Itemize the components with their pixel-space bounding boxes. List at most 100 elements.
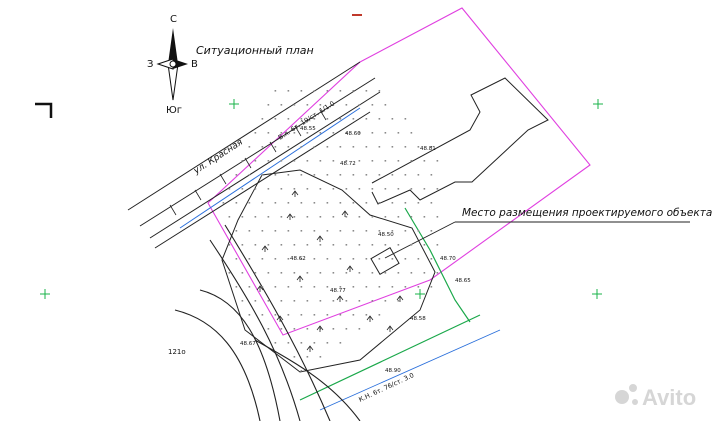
survey-dot — [267, 104, 270, 106]
survey-dot — [345, 216, 348, 218]
survey-dot — [384, 132, 387, 134]
survey-dot — [332, 216, 335, 218]
survey-dot — [371, 104, 374, 106]
callout-leader — [384, 221, 456, 259]
east-arrow-needle — [173, 59, 188, 69]
survey-dot — [300, 342, 303, 344]
survey-dot — [358, 132, 361, 134]
survey-dot — [313, 230, 316, 232]
elevation-label: 48.90 — [385, 368, 401, 374]
survey-dot — [235, 174, 238, 176]
survey-dot — [430, 258, 433, 260]
survey-dot — [261, 314, 264, 316]
survey-dot — [248, 174, 251, 176]
survey-dot — [300, 90, 303, 92]
survey-dot — [319, 244, 322, 246]
survey-dot — [404, 230, 407, 232]
survey-dot — [358, 188, 361, 190]
survey-dot — [391, 258, 394, 260]
survey-dot — [274, 174, 277, 176]
survey-dot — [313, 174, 316, 176]
survey-dot — [365, 286, 368, 288]
survey-dot — [222, 202, 225, 204]
utility-line-blue-lower — [319, 329, 501, 411]
survey-dot — [339, 90, 342, 92]
survey-dot — [332, 160, 335, 162]
survey-dot — [300, 146, 303, 148]
utility-label-upper: В.л. 6т. 19/ст. 1/1.0 — [277, 99, 336, 141]
survey-dot — [417, 230, 420, 232]
survey-dot — [345, 188, 348, 190]
survey-dot — [306, 328, 309, 330]
survey-dot — [287, 202, 290, 204]
vegetation-symbol — [276, 315, 284, 322]
survey-dot — [254, 272, 257, 274]
survey-dot — [306, 272, 309, 274]
survey-dot — [410, 272, 413, 274]
survey-dot — [319, 216, 322, 218]
survey-dot — [345, 272, 348, 274]
survey-dot — [248, 146, 251, 148]
survey-dot — [267, 216, 270, 218]
survey-dot — [293, 216, 296, 218]
survey-dot — [423, 216, 426, 218]
survey-dot — [345, 244, 348, 246]
survey-dot — [313, 118, 316, 120]
survey-dot — [371, 132, 374, 134]
project-boundary — [207, 7, 591, 336]
survey-dot — [313, 90, 316, 92]
vegetation-symbol — [396, 295, 404, 302]
survey-dot — [332, 244, 335, 246]
survey-dot — [384, 300, 387, 302]
road-curves — [174, 224, 361, 421]
survey-dot — [384, 272, 387, 274]
survey-dot — [280, 272, 283, 274]
survey-dot — [274, 286, 277, 288]
elevation-label: 48.81 — [420, 146, 436, 152]
survey-dot — [358, 328, 361, 330]
survey-dot — [280, 300, 283, 302]
survey-dot — [345, 104, 348, 106]
street-corridor — [127, 61, 381, 249]
survey-dot — [345, 300, 348, 302]
survey-dot — [319, 300, 322, 302]
vegetation-symbol — [346, 265, 354, 272]
vegetation-symbol — [256, 285, 264, 292]
survey-dot — [417, 202, 420, 204]
survey-dot — [241, 300, 244, 302]
survey-dot — [300, 118, 303, 120]
survey-dot — [326, 258, 329, 260]
survey-dot — [326, 118, 329, 120]
vegetation-symbol — [366, 315, 374, 322]
survey-dot — [261, 174, 264, 176]
survey-dot — [287, 174, 290, 176]
avito-watermark: Avito — [615, 384, 696, 410]
survey-dot — [300, 314, 303, 316]
survey-dot — [300, 230, 303, 232]
survey-dot — [300, 286, 303, 288]
survey-dot — [235, 286, 238, 288]
survey-dot — [313, 146, 316, 148]
survey-dot — [287, 90, 290, 92]
survey-dot — [430, 202, 433, 204]
survey-dot — [378, 230, 381, 232]
survey-dot — [417, 258, 420, 260]
survey-dot — [378, 146, 381, 148]
survey-dot — [365, 314, 368, 316]
vegetation-symbol — [341, 210, 349, 217]
survey-dot — [365, 118, 368, 120]
survey-dot — [274, 230, 277, 232]
survey-dot — [397, 160, 400, 162]
survey-dot — [378, 258, 381, 260]
survey-dot — [274, 258, 277, 260]
watermark-dot-large — [615, 390, 629, 404]
north-arrow-needle — [168, 28, 178, 64]
survey-dot — [384, 244, 387, 246]
survey-dot — [313, 342, 316, 344]
survey-dot — [267, 160, 270, 162]
survey-dot — [430, 146, 433, 148]
survey-dot — [306, 132, 309, 134]
survey-dot — [384, 104, 387, 106]
survey-dot — [352, 174, 355, 176]
